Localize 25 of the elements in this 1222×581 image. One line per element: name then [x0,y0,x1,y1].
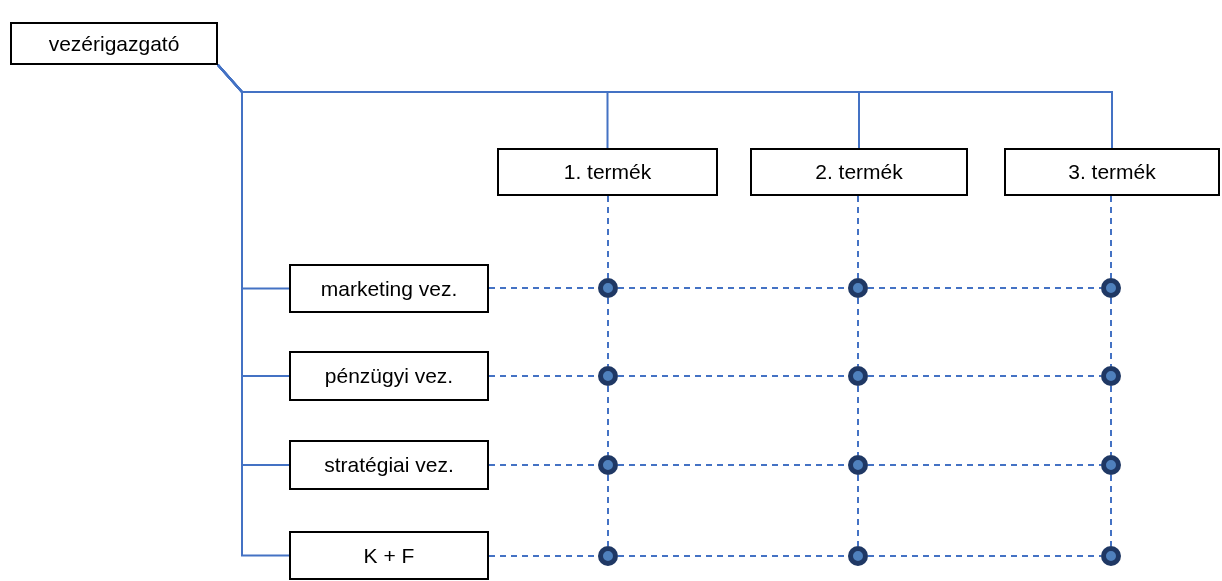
dashed-connector [1110,297,1112,367]
org-chart-box: pénzügyi vez. [289,351,489,401]
org-chart-box: K + F [289,531,489,580]
dashed-connector [1110,195,1112,279]
org-chart-box: 1. termék [497,148,718,196]
org-chart-box: marketing vez. [289,264,489,313]
org-chart-box: 2. termék [750,148,968,196]
dashed-connector [867,375,1102,377]
org-chart-box: 3. termék [1004,148,1220,196]
connector-line [217,64,290,557]
dashed-connector [607,195,609,279]
org-chart-box: vezérigazgató [10,22,218,65]
dashed-connector [607,474,609,547]
dashed-connector [607,385,609,456]
dashed-connector [867,464,1102,466]
dashed-connector [1110,474,1112,547]
dashed-connector [857,195,859,279]
dashed-connector [857,474,859,547]
dashed-connector [1110,385,1112,456]
org-chart-box: stratégiai vez. [289,440,489,490]
dashed-connector [867,287,1102,289]
dashed-connector [867,555,1102,557]
dashed-connector [857,297,859,367]
dashed-connector [857,385,859,456]
dashed-connector [607,297,609,367]
